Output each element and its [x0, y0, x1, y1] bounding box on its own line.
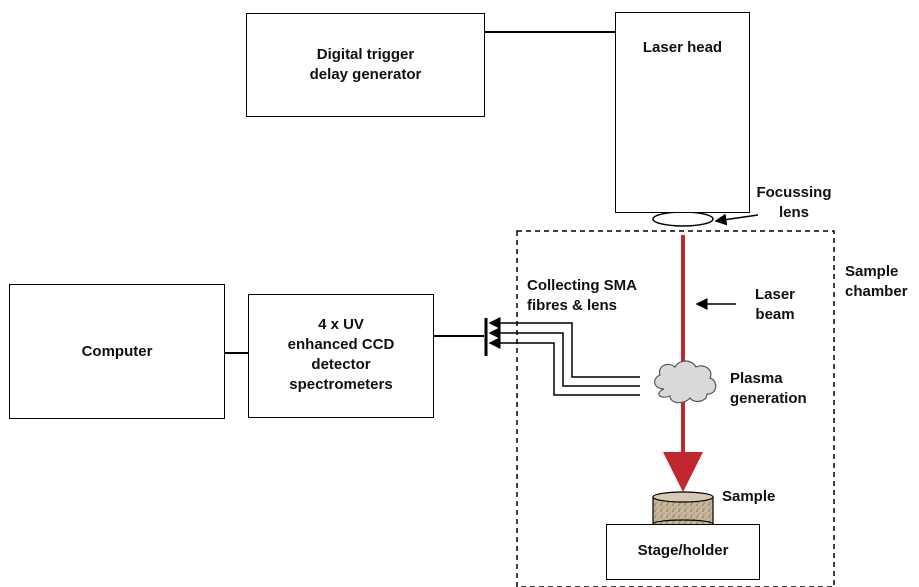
focussing-lens-label: Focussing lens [756, 184, 832, 221]
delay-generator-box [246, 13, 485, 117]
laser-head-label: Laser head [642, 39, 723, 56]
spectrometers-box [248, 294, 434, 418]
sample-label: Sample [722, 488, 776, 505]
sample-cylinder [652, 491, 714, 529]
sample-chamber-label: Sample chamber [845, 263, 908, 300]
laser-head-box [615, 12, 750, 213]
plasma-cloud [654, 360, 717, 404]
sample-chamber [516, 230, 835, 587]
collecting-fibres [488, 317, 640, 396]
spectrometers-label: 4 x UV enhanced CCD detector spectromete… [287, 316, 395, 393]
plasma-label: Plasma generation [730, 370, 807, 407]
delay-generator-label: Digital trigger delay generator [309, 46, 422, 83]
stage-box [606, 524, 760, 580]
lens-pointer [714, 213, 759, 226]
computer-box [9, 284, 225, 419]
laser-beam-label: Laser beam [754, 286, 796, 323]
computer-label: Computer [81, 343, 153, 360]
collecting-fibres-label: Collecting SMA fibres & lens [527, 277, 638, 314]
stage-label: Stage/holder [637, 542, 729, 559]
focussing-lens-shape [652, 211, 714, 227]
